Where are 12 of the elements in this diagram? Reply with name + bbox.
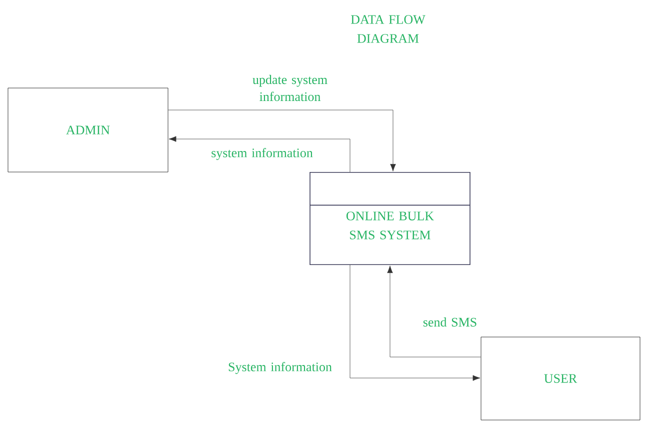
edge-label: system information [212, 148, 313, 160]
entity-box: USER [480, 336, 640, 420]
title: DATA FLOW DIAGRAM [351, 15, 426, 43]
process-box: ONLINE BULK SMS SYSTEM [310, 172, 470, 265]
edge-label: send SMS [423, 317, 476, 327]
entity-box: ADMIN [8, 88, 168, 172]
arrow [168, 136, 350, 172]
arrow [168, 110, 396, 172]
edge-label: update system information [252, 74, 328, 102]
arrow [350, 264, 480, 381]
edge-label: System information [228, 362, 332, 374]
arrow [387, 266, 481, 358]
